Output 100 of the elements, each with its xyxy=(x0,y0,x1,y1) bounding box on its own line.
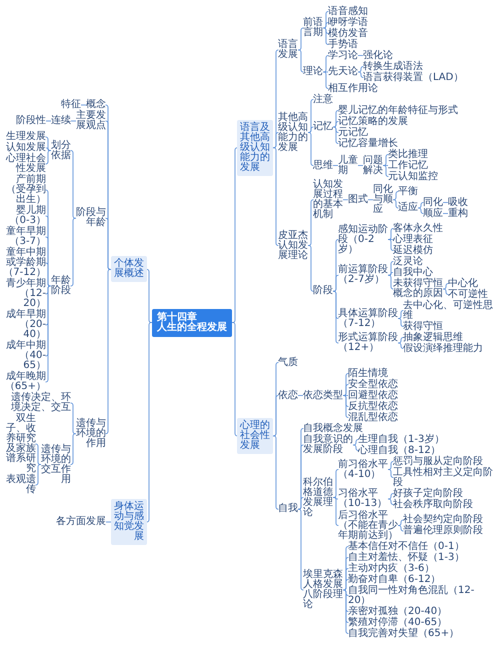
subtopic-label: 生理发展 xyxy=(6,132,46,142)
subtopic-label: 陌生情境 xyxy=(348,368,388,378)
connector-line xyxy=(332,290,339,344)
connector-line xyxy=(332,469,339,498)
connector-line xyxy=(298,497,304,510)
subtopic-label: 双生子、收养研究及家族谱系研究 xyxy=(2,414,36,474)
subtopic-label: 连续 xyxy=(51,116,71,126)
subtopic-label: 记忆 xyxy=(313,122,333,132)
connector-line xyxy=(232,147,238,323)
subtopic-label: 青少年期（12-20） xyxy=(2,279,46,309)
subtopic-label: 繁殖对停滞（40-65） xyxy=(348,618,448,628)
subtopic-label: 认知发展过程的基本机制 xyxy=(313,180,343,220)
connector-line xyxy=(382,165,388,166)
subtopic-label: 同化与顺应 xyxy=(373,184,393,215)
subtopic-label: 注意 xyxy=(313,94,333,104)
connector-line xyxy=(45,136,52,151)
connector-line xyxy=(322,72,329,89)
subtopic-label: 前运算阶段（2-7岁） xyxy=(338,265,388,286)
subtopic-label: 自我 xyxy=(278,504,298,514)
connector-line xyxy=(388,272,394,276)
connector-line xyxy=(442,283,449,290)
subtopic-label: 遗传决定、环境决定、交互 xyxy=(2,393,71,413)
connector-line xyxy=(332,126,339,144)
subtopic-label: 获得守恒 xyxy=(403,322,443,332)
connector-line xyxy=(332,165,338,166)
connector-line xyxy=(358,66,364,72)
subtopic-label: 相互作用论 xyxy=(328,84,378,94)
connector-line xyxy=(298,395,304,396)
subtopic-label: 吸收 xyxy=(448,198,468,208)
subtopic-label: 具体运算阶段（7-12） xyxy=(338,308,398,328)
connector-line xyxy=(105,218,112,270)
connector-line xyxy=(272,147,279,246)
subtopic-label: 同化 xyxy=(423,198,443,208)
connector-line xyxy=(70,402,76,434)
connector-line xyxy=(352,444,359,451)
connector-line xyxy=(388,239,394,251)
connector-line xyxy=(392,191,399,200)
subtopic-label: 去中心化、可逆性思维 xyxy=(403,300,497,320)
connector-line xyxy=(358,55,364,56)
connector-line xyxy=(322,28,329,45)
central-topic xyxy=(152,308,232,336)
connector-line xyxy=(105,268,112,434)
subtopic-label: 适应 xyxy=(398,203,418,213)
connector-line xyxy=(442,288,449,295)
subtopic-label: 好孩子定向阶段 xyxy=(393,488,463,498)
subtopic-label: 成年早期（20-40） xyxy=(2,310,46,340)
subtopic-label: 问题解决 xyxy=(363,156,383,176)
subtopic-label: 阶段与年龄 xyxy=(76,208,106,228)
subtopic-label: 主要发展观点 xyxy=(76,111,106,131)
subtopic-label: 平衡 xyxy=(398,186,418,196)
subtopic-label: 遗传与环境的交互作用 xyxy=(41,444,71,484)
subtopic-label: 泛灵论 xyxy=(393,256,423,266)
subtopic-label: 中心化 xyxy=(448,278,478,288)
subtopic-label: 惩罚与服从定向阶段 xyxy=(393,456,483,466)
subtopic-label: 各方面发展 xyxy=(56,517,106,527)
connector-line xyxy=(388,228,394,240)
subtopic-label: 心理表征 xyxy=(393,234,433,244)
connector-line xyxy=(342,384,349,396)
subtopic-label: 回避型依恋 xyxy=(348,390,398,400)
connector-line xyxy=(70,433,76,465)
main-topic: 语言及其他高级认知能力的发展 xyxy=(237,120,273,176)
connector-line xyxy=(35,444,42,465)
subtopic-label: 客体永久性 xyxy=(393,224,443,234)
subtopic-label: 概念 xyxy=(86,100,106,110)
subtopic-label: 形式运算阶段（12+） xyxy=(338,333,398,353)
subtopic-label: 普遍伦理原则阶段 xyxy=(403,526,483,536)
connector-line xyxy=(398,525,404,532)
subtopic-label: 思维 xyxy=(313,160,333,170)
subtopic-label: 产前期（受孕到出生） xyxy=(2,175,46,205)
connector-line xyxy=(388,461,394,470)
connector-line xyxy=(342,395,348,396)
subtopic-label: 强化论 xyxy=(363,50,393,60)
connector-line xyxy=(35,464,42,486)
connector-line xyxy=(308,132,314,166)
subtopic-label: 年龄阶段 xyxy=(51,276,71,296)
connector-line xyxy=(272,132,279,148)
connector-line xyxy=(342,395,349,418)
subtopic-label: 自我概念发展 xyxy=(303,424,363,434)
connector-line xyxy=(388,493,394,500)
subtopic-label: 不可逆性 xyxy=(448,290,488,300)
connector-line xyxy=(332,497,339,526)
subtopic-label: 童年早期（3-7） xyxy=(2,227,46,247)
subtopic-label: 语言发展 xyxy=(278,40,298,60)
subtopic-label: 婴儿记忆的年龄特征与形式 xyxy=(338,106,458,116)
subtopic-label: 后习俗水平（不能在青少年期前达到） xyxy=(338,510,398,540)
subtopic-label: 童年中期或学龄期（7-12） xyxy=(2,248,46,278)
connector-line xyxy=(232,322,238,436)
subtopic-label: 模仿发音 xyxy=(328,28,368,38)
main-topic: 个体发展概述 xyxy=(111,256,147,282)
connector-line xyxy=(388,239,394,240)
connector-line xyxy=(298,508,304,590)
subtopic-label: 阶段 xyxy=(313,286,333,296)
connector-line xyxy=(322,55,329,72)
connector-line xyxy=(398,342,404,349)
subtopic-label: 生理自我（1-3岁） xyxy=(358,434,444,444)
topic-heading: 第十四章 xyxy=(157,312,197,322)
subtopic-label: 元记忆 xyxy=(338,128,368,138)
main-topic: 身体运动与感知觉发展 xyxy=(111,499,147,545)
connector-line xyxy=(298,50,304,72)
connector-line xyxy=(308,199,314,246)
